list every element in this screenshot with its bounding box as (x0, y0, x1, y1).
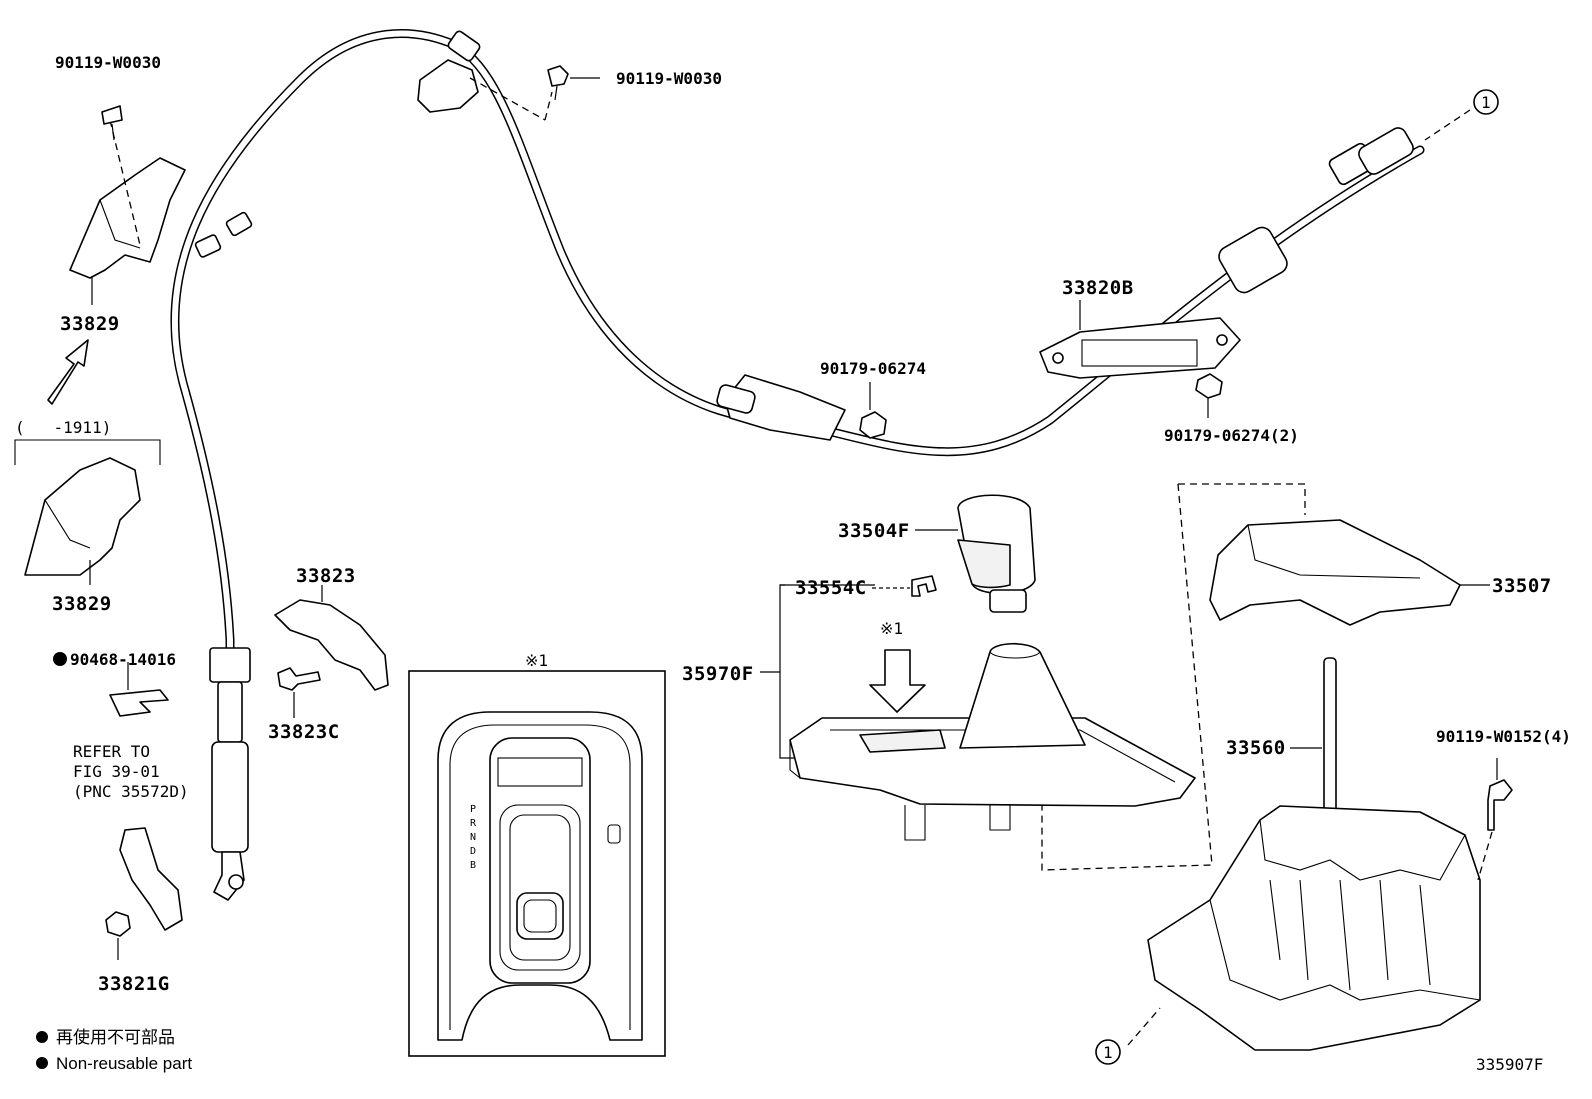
gear-pos-r: R (470, 818, 477, 829)
gear-pos-p: P (470, 804, 476, 815)
label-90119-w0152-4: 90119-W0152(4) (1436, 727, 1571, 746)
arrow-up (47, 339, 89, 405)
shift-knob-33504f (957, 494, 1036, 613)
label-33820b: 33820B (1062, 277, 1134, 299)
bolt-90119-w0030-top (547, 65, 569, 87)
label-33504f: 33504F (838, 520, 910, 542)
nut-90179-06274 (859, 411, 887, 439)
label-33554c: 33554C (795, 577, 867, 599)
label-90179-06274: 90179-06274 (820, 359, 926, 378)
cover-33823 (274, 599, 389, 691)
circle-ref-top (1473, 89, 1499, 115)
cover-33507 (1209, 519, 1461, 626)
bullet-en (36, 1057, 48, 1069)
shift-cable (170, 29, 1425, 901)
clip-33554c (911, 575, 937, 597)
label-inset-mark: ※1 (525, 651, 548, 670)
label-90119-w0030-top: 90119-W0030 (616, 69, 722, 88)
inset-console-panel: P R N D B (408, 670, 666, 1057)
circle-ref-bottom (1095, 1039, 1121, 1065)
gear-pos-d: D (470, 846, 476, 857)
label-33560: 33560 (1226, 737, 1286, 759)
label-date-range: ( -1911) (15, 418, 111, 437)
label-90179-06274-2: 90179-06274(2) (1164, 426, 1299, 445)
gear-pos-b: B (470, 860, 476, 871)
nut-90179-06274-2 (1195, 373, 1223, 399)
label-refer-line3: (PNC 35572D) (73, 782, 189, 801)
bracket-33829-lower (14, 439, 161, 576)
gear-pos-n: N (470, 832, 476, 843)
bolt-33823c (277, 667, 321, 691)
bracket-35572d (119, 827, 183, 931)
label-refer-line2: FIG 39-01 (73, 762, 160, 781)
label-33829-lower: 33829 (52, 593, 112, 615)
label-refer-line1: REFER TO (73, 742, 150, 761)
label-arrow-mark: ※1 (880, 619, 903, 638)
label-90468-14016: 90468-14016 (70, 650, 176, 669)
arrow-down (869, 649, 926, 713)
label-33823c: 33823C (268, 721, 340, 743)
console-35970f (789, 642, 1196, 841)
shift-lever-assembly-33560 (1147, 657, 1481, 1051)
bullet-90468 (53, 652, 67, 666)
bracket-33829-upper (69, 105, 186, 279)
circle-ref-bottom-number: 1 (1103, 1043, 1113, 1062)
bolt-90119-w0152 (1487, 779, 1513, 831)
legend-japanese: 再使用不可部品 (56, 1027, 175, 1047)
figure-code: 335907F (1476, 1055, 1543, 1074)
clip-90468-14016 (109, 689, 169, 717)
label-90119-w0030-left: 90119-W0030 (55, 53, 161, 72)
bullet-jp (36, 1031, 48, 1043)
label-35970f: 35970F (682, 663, 754, 685)
circle-ref-top-number: 1 (1481, 93, 1491, 112)
label-33823: 33823 (296, 565, 356, 587)
label-33829-upper: 33829 (60, 313, 120, 335)
label-33507: 33507 (1492, 575, 1552, 597)
nut-33821g (105, 911, 131, 937)
legend-english: Non-reusable part (56, 1054, 192, 1073)
label-33821g: 33821G (98, 973, 170, 995)
